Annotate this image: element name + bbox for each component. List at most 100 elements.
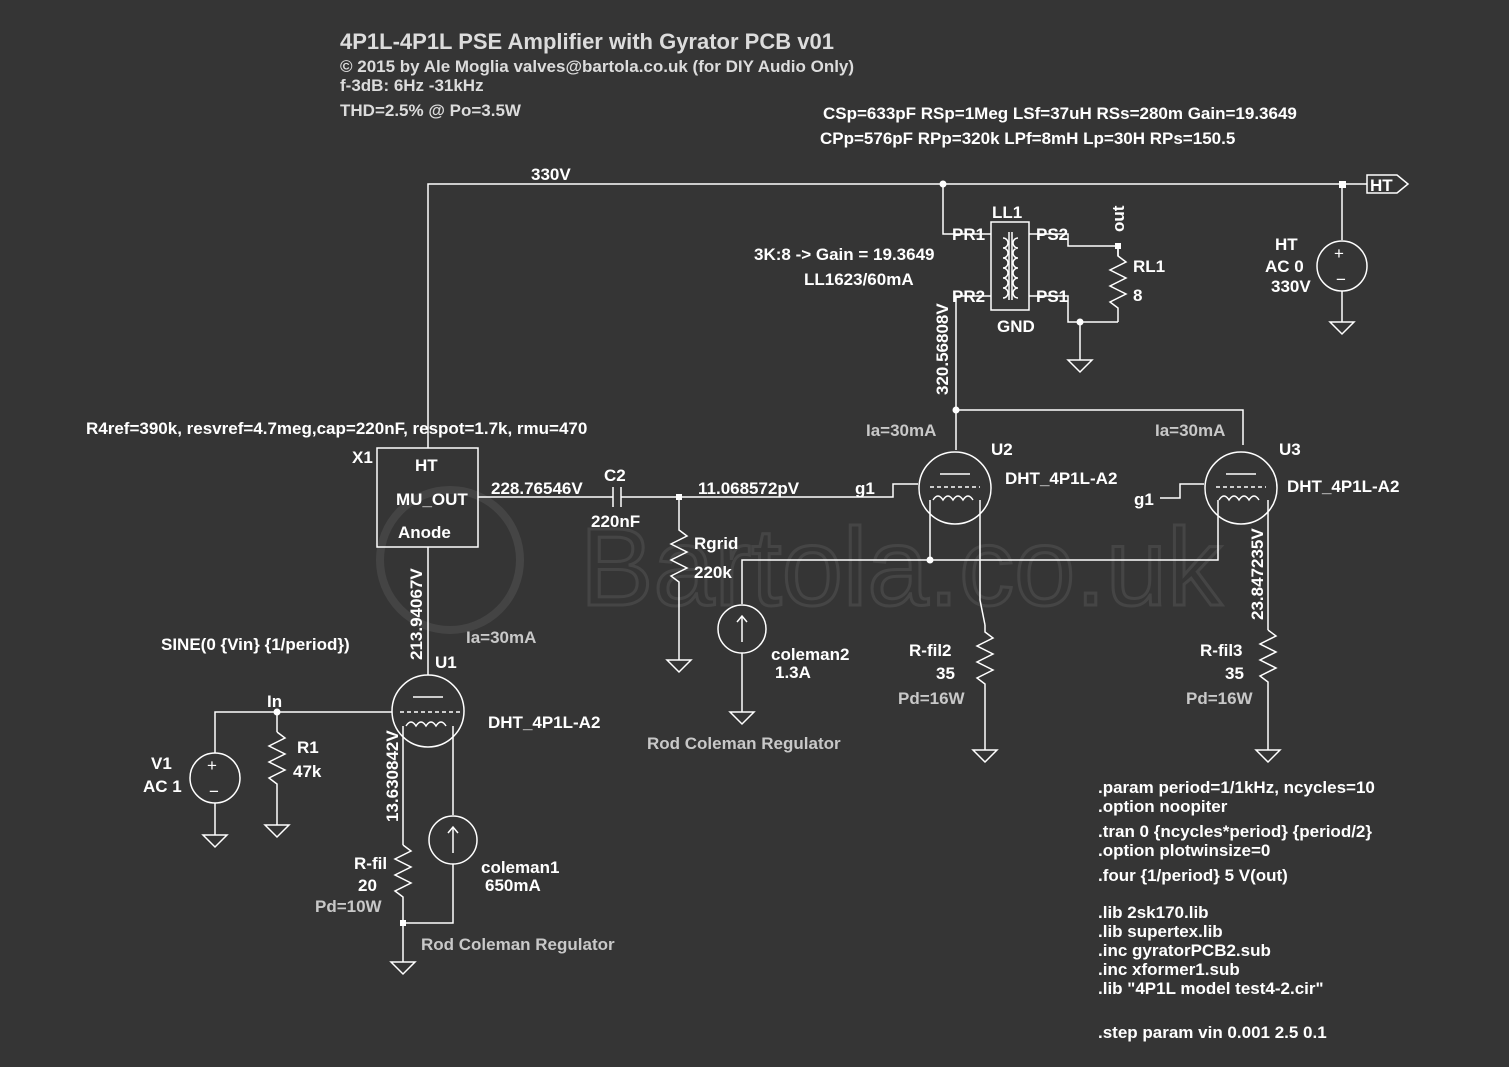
ht-source-value: 330V bbox=[1271, 277, 1311, 296]
r1-name: R1 bbox=[297, 738, 319, 757]
v1-ac: AC 1 bbox=[143, 777, 182, 796]
ll1-model: LL1623/60mA bbox=[804, 270, 914, 289]
u3-fil-voltage: 23.847235V bbox=[1248, 528, 1267, 620]
v1-plus: + bbox=[207, 756, 217, 775]
ll1-ps1: PS1 bbox=[1036, 287, 1068, 306]
ll1-gain-note: 3K:8 -> Gain = 19.3649 bbox=[754, 245, 935, 264]
tube-u3[interactable] bbox=[741, 451, 1278, 630]
directive-tran: .tran 0 {ncycles*period} {period/2} bbox=[1098, 822, 1372, 841]
watermark-text: Bartola.co.uk bbox=[580, 506, 1223, 629]
rfil3-value: 35 bbox=[1225, 664, 1244, 683]
copyright-text: © 2015 by Ale Moglia valves@bartola.co.u… bbox=[340, 57, 854, 76]
ht-source-ac: AC 0 bbox=[1265, 257, 1304, 276]
tube-u1[interactable] bbox=[391, 674, 465, 845]
ht-source-minus: − bbox=[1336, 270, 1346, 289]
resistor-rfil3[interactable] bbox=[1254, 629, 1282, 764]
rgrid-name: Rgrid bbox=[694, 534, 738, 553]
u1-plate-voltage: 213.94067V bbox=[407, 568, 426, 660]
resistor-rl1[interactable] bbox=[1108, 243, 1128, 322]
coleman1-label: Rod Coleman Regulator bbox=[421, 935, 615, 954]
x1-name: X1 bbox=[352, 448, 373, 467]
resistor-rfil2[interactable] bbox=[971, 625, 999, 764]
current-source-coleman1[interactable] bbox=[403, 815, 478, 924]
rfil2-value: 35 bbox=[936, 664, 955, 683]
x1-pin-anode: Anode bbox=[398, 523, 451, 542]
u3-g1-label: g1 bbox=[1134, 490, 1154, 509]
ll1-pr1: PR1 bbox=[952, 225, 985, 244]
rfil-value: 20 bbox=[358, 876, 377, 895]
u3-ia: Ia=30mA bbox=[1155, 421, 1225, 440]
coleman1-name: coleman1 bbox=[481, 858, 559, 877]
ll1-name: LL1 bbox=[992, 203, 1022, 222]
directive-param: .param period=1/1kHz, ncycles=10 bbox=[1098, 778, 1375, 797]
coleman1-value: 650mA bbox=[485, 876, 541, 895]
c2-value: 220nF bbox=[591, 512, 640, 531]
rfil2-name: R-fil2 bbox=[909, 641, 952, 660]
ll1-ps2: PS2 bbox=[1036, 225, 1068, 244]
ll1-pr2: PR2 bbox=[952, 287, 985, 306]
r1-value: 47k bbox=[293, 762, 322, 781]
v1-name: V1 bbox=[151, 754, 172, 773]
out-net-label: out bbox=[1109, 205, 1128, 232]
rfil3-name: R-fil3 bbox=[1200, 641, 1243, 660]
x1-pin-ht: HT bbox=[415, 456, 438, 475]
schematic-title: 4P1L-4P1L PSE Amplifier with Gyrator PCB… bbox=[340, 29, 834, 54]
directive-inc-gyrator: .inc gyratorPCB2.sub bbox=[1098, 941, 1271, 960]
coleman2-value: 1.3A bbox=[775, 663, 811, 682]
x1-pin-mu-out: MU_OUT bbox=[396, 490, 468, 509]
coleman2-name: coleman2 bbox=[771, 645, 849, 664]
c2-name: C2 bbox=[604, 466, 626, 485]
coleman2-label: Rod Coleman Regulator bbox=[647, 734, 841, 753]
u2-ia: Ia=30mA bbox=[866, 421, 936, 440]
u1-model: DHT_4P1L-A2 bbox=[488, 713, 600, 732]
mu-out-voltage: 228.76546V bbox=[491, 479, 583, 498]
transformer-ll1[interactable] bbox=[942, 184, 1119, 410]
ht-rail-label: 330V bbox=[531, 165, 571, 184]
x1-params: R4ref=390k, resvref=4.7meg,cap=220nF, re… bbox=[86, 419, 587, 438]
grid-voltage: 11.068572pV bbox=[698, 479, 800, 498]
ht-rail[interactable] bbox=[427, 180, 1346, 449]
spice-directives: .param period=1/1kHz, ncycles=10 .option… bbox=[1098, 778, 1375, 1042]
ht-port-label: HT bbox=[1370, 176, 1393, 195]
resistor-rgrid[interactable] bbox=[665, 497, 693, 674]
directive-option-plotwinsize: .option plotwinsize=0 bbox=[1098, 841, 1270, 860]
rl1-name: RL1 bbox=[1133, 257, 1165, 276]
tube-u2[interactable] bbox=[918, 451, 992, 626]
plate-node-wire[interactable] bbox=[952, 406, 1244, 451]
u2-g1-label: g1 bbox=[855, 479, 875, 498]
thd-text: THD=2.5% @ Po=3.5W bbox=[340, 101, 522, 120]
rfil-pd: Pd=10W bbox=[315, 897, 383, 916]
u2-plate-voltage: 320.56808V bbox=[933, 303, 952, 395]
u1-fil-voltage: 13.630842V bbox=[383, 730, 402, 822]
directive-lib-4p1l: .lib "4P1L model test4-2.cir" bbox=[1098, 979, 1324, 998]
in-net-label: In bbox=[267, 692, 282, 711]
voltage-source-v1[interactable]: + − bbox=[189, 752, 241, 849]
ht-source-plus: + bbox=[1334, 244, 1344, 263]
current-source-coleman2[interactable] bbox=[717, 604, 767, 726]
xformer-params-line1: CSp=633pF RSp=1Meg LSf=37uH RSs=280m Gai… bbox=[823, 104, 1297, 123]
resistor-r1[interactable] bbox=[263, 731, 291, 839]
resistor-rfil[interactable] bbox=[389, 844, 417, 976]
directive-step: .step param vin 0.001 2.5 0.1 bbox=[1098, 1023, 1327, 1042]
ht-source-name: HT bbox=[1275, 235, 1298, 254]
u3-name: U3 bbox=[1279, 440, 1301, 459]
directive-lib-2sk170: .lib 2sk170.lib bbox=[1098, 903, 1209, 922]
ll1-gnd: GND bbox=[997, 317, 1035, 336]
rgrid-value: 220k bbox=[694, 563, 732, 582]
u1-name: U1 bbox=[435, 653, 457, 672]
rfil2-pd: Pd=16W bbox=[898, 689, 966, 708]
rfil-name: R-fil bbox=[354, 854, 387, 873]
directive-option-noopiter: .option noopiter bbox=[1098, 797, 1228, 816]
gyrator-x1[interactable]: HT MU_OUT Anode bbox=[376, 447, 479, 548]
rl1-value: 8 bbox=[1133, 286, 1142, 305]
ht-source[interactable]: + − bbox=[1316, 184, 1368, 336]
directive-inc-xformer: .inc xformer1.sub bbox=[1098, 960, 1240, 979]
directive-lib-supertex: .lib supertex.lib bbox=[1098, 922, 1223, 941]
bandwidth-text: f-3dB: 6Hz -31kHz bbox=[340, 76, 484, 95]
ht-port[interactable]: HT bbox=[1346, 174, 1410, 195]
u2-name: U2 bbox=[991, 440, 1013, 459]
u2-model: DHT_4P1L-A2 bbox=[1005, 469, 1117, 488]
u3-model: DHT_4P1L-A2 bbox=[1287, 477, 1399, 496]
input-net[interactable] bbox=[214, 708, 392, 754]
u1-ia: Ia=30mA bbox=[466, 628, 536, 647]
